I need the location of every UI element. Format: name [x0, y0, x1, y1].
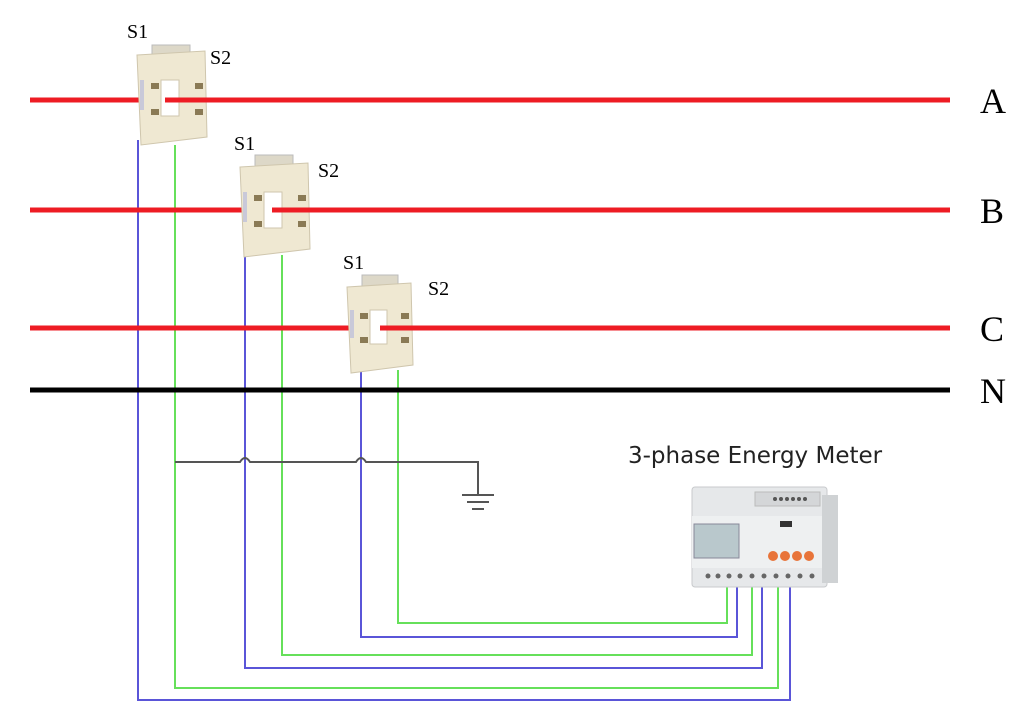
- phase-label-n: N: [980, 371, 1006, 411]
- meter-display: [693, 523, 740, 559]
- meter-buttons: [768, 551, 814, 561]
- wire-a-s2: [174, 145, 779, 689]
- ct-b-s1-label: S1: [234, 133, 255, 155]
- ct-b-s2-label: S2: [318, 160, 339, 182]
- energy-meter: [691, 486, 838, 588]
- current-transformer-c: [346, 274, 950, 374]
- meter-title: 3-phase Energy Meter: [628, 443, 883, 469]
- phase-label-c: C: [980, 309, 1004, 349]
- ct-c-s1-label: S1: [343, 252, 364, 274]
- wire-c-s2: [397, 370, 728, 624]
- wire-b-s2: [281, 255, 753, 656]
- phase-label-b: B: [980, 191, 1004, 231]
- ct-c-s2-label: S2: [428, 278, 449, 300]
- wire-a-s1: [137, 140, 791, 701]
- ct-a-s1-label: S1: [127, 21, 148, 43]
- meter-terminals: [705, 573, 815, 579]
- phase-label-a: A: [980, 81, 1006, 121]
- current-transformer-a: [136, 44, 950, 146]
- ground-connection: [175, 457, 494, 510]
- wire-c-s1: [360, 365, 738, 638]
- secondary-wires: [137, 140, 791, 701]
- ct-a-s2-label: S2: [210, 47, 231, 69]
- current-transformer-b: [239, 154, 950, 258]
- ground-icon: [462, 494, 494, 510]
